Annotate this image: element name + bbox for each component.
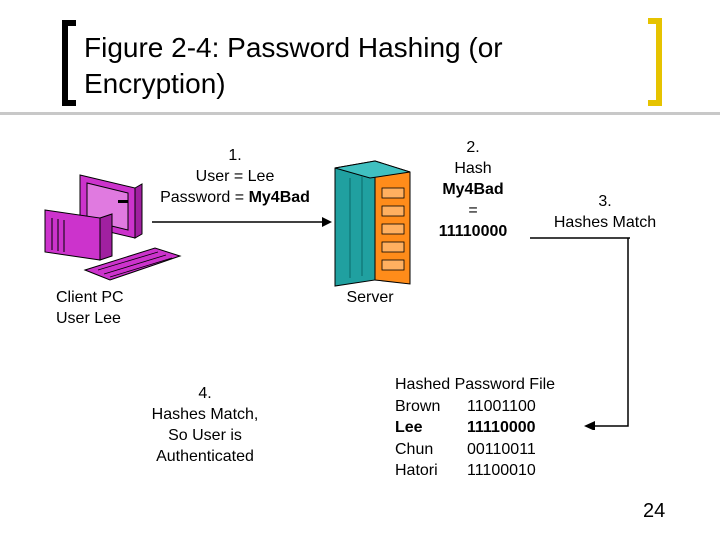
client-label-line2: User Lee xyxy=(56,310,121,327)
step1-number: 1. xyxy=(228,147,242,164)
step1-password: Password = My4Bad xyxy=(140,187,330,208)
pwfile-name: Lee xyxy=(395,419,423,436)
step3-underline xyxy=(530,237,630,239)
desktop-computer-icon xyxy=(44,174,182,281)
server-tower-icon xyxy=(334,160,411,287)
step2-number: 2. xyxy=(466,139,480,156)
step1-password-prefix: Password = xyxy=(160,189,249,206)
pwfile-name: Chun xyxy=(395,440,434,458)
step1-password-value: My4Bad xyxy=(248,189,310,206)
table-row: Hatori 11100010 xyxy=(395,460,555,482)
table-row: Lee 11110000 xyxy=(395,417,555,439)
step2-value: My4Bad xyxy=(442,181,504,198)
client-label: Client PC User Lee xyxy=(56,287,124,329)
step4-number: 4. xyxy=(198,385,212,402)
step4-line2: So User is xyxy=(168,427,242,444)
step2-hash: 11110000 xyxy=(438,223,508,240)
request-arrow xyxy=(152,217,332,227)
step4-line1: Hashes Match, xyxy=(151,406,259,423)
title-bracket-right xyxy=(648,18,662,106)
hashed-password-file: Hashed Password File Brown 11001100 Lee … xyxy=(395,374,555,482)
step3-number: 3. xyxy=(598,193,612,210)
server-label: Server xyxy=(346,289,394,306)
pwfile-name: Brown xyxy=(395,397,441,415)
step2-word: Hash xyxy=(454,160,492,177)
pwfile-hash: 11100010 xyxy=(467,462,536,479)
page-title: Figure 2-4: Password Hashing (or Encrypt… xyxy=(84,32,503,99)
step1-user: User = Lee xyxy=(195,168,275,185)
pwfile-hash: 11001100 xyxy=(467,397,536,415)
step3-label: 3. Hashes Match xyxy=(540,191,670,233)
step3-text: Hashes Match xyxy=(553,214,657,231)
title-divider xyxy=(0,112,720,115)
pwfile-header: Hashed Password File xyxy=(395,376,556,393)
table-row: Brown 11001100 xyxy=(395,396,555,418)
pwfile-hash: 00110011 xyxy=(467,440,536,458)
step1-label: 1. User = Lee Password = My4Bad xyxy=(140,145,330,208)
step4-label: 4. Hashes Match, So User is Authenticate… xyxy=(130,383,280,467)
step2-label: 2. Hash My4Bad = 11110000 xyxy=(418,137,528,242)
table-row: Chun 00110011 xyxy=(395,439,555,461)
step2-equals: = xyxy=(468,202,478,219)
client-label-line1: Client PC xyxy=(56,289,124,306)
pwfile-hash: 11110000 xyxy=(467,419,536,436)
page-number: 24 xyxy=(643,500,666,522)
match-connector xyxy=(584,238,629,430)
pwfile-name: Hatori xyxy=(395,462,438,479)
title-bracket-left xyxy=(62,20,76,106)
step4-line3: Authenticated xyxy=(156,448,254,465)
